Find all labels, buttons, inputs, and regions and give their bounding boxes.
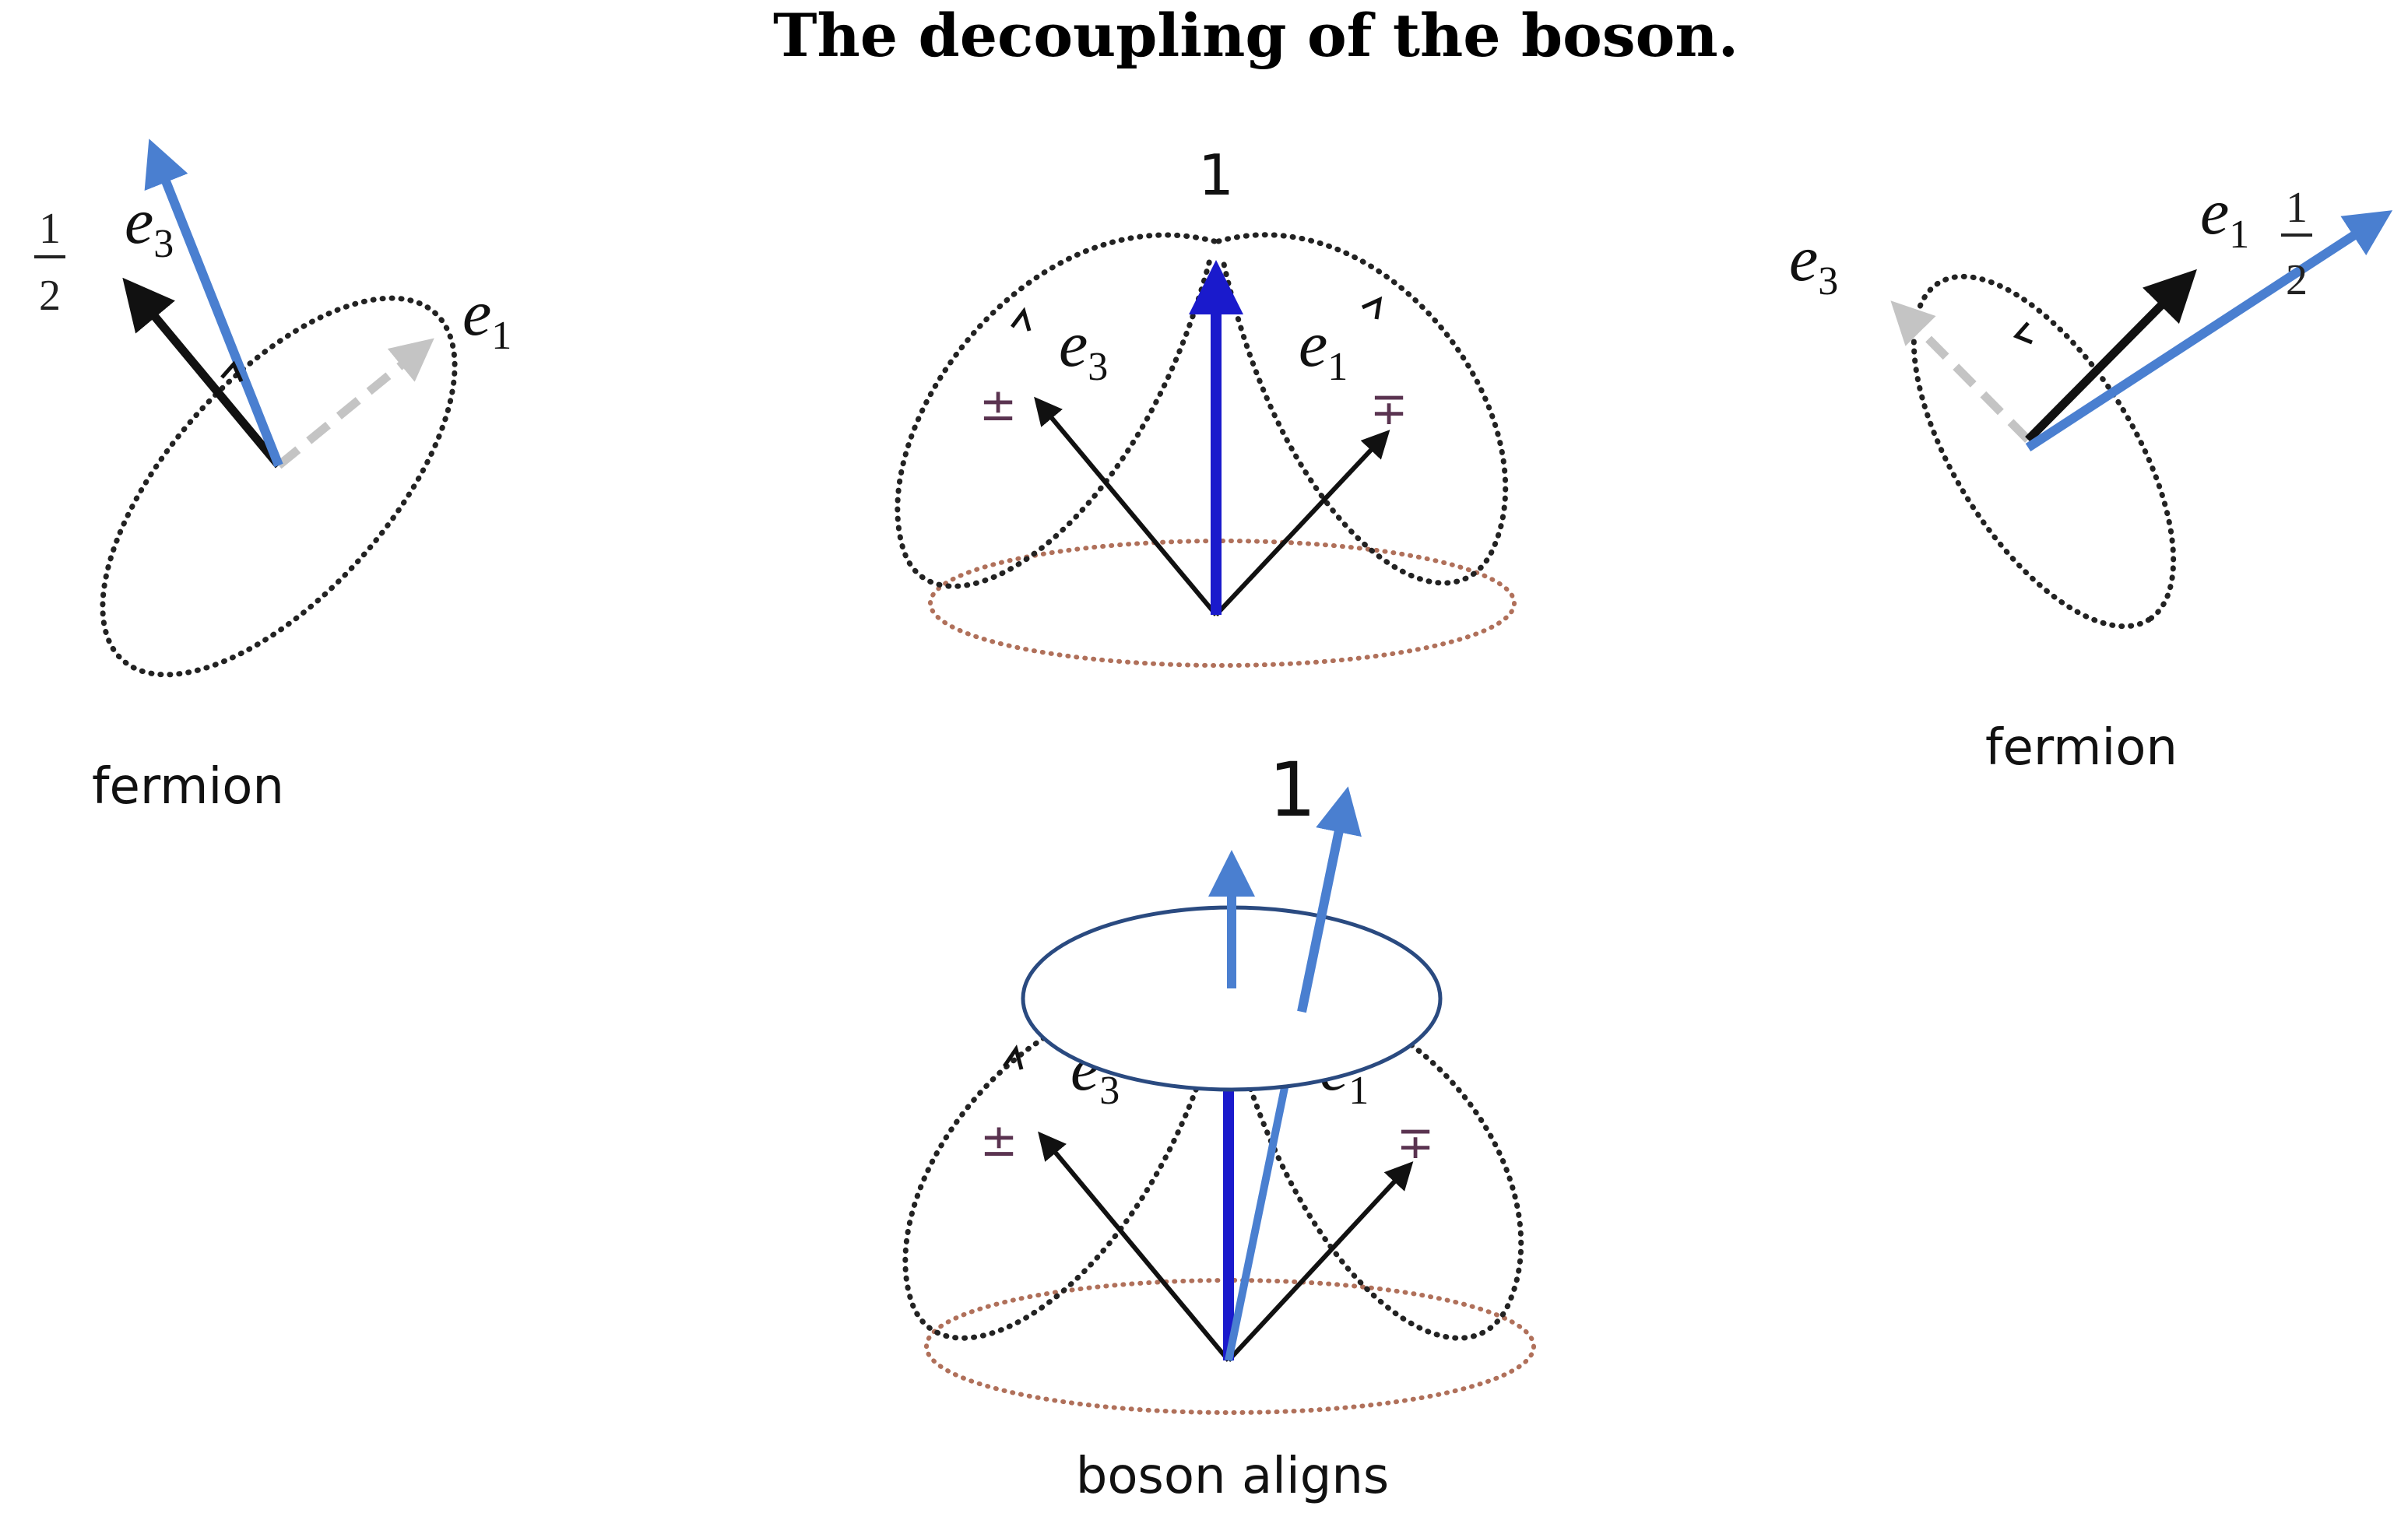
boson-top-minus-plus: ∓	[1370, 382, 1408, 435]
boson-bottom-disk-tilted-spin-vector	[1297, 786, 1362, 1013]
fermion-left-caption: fermion	[92, 758, 284, 816]
fermion-left-e3-label: e3	[125, 185, 174, 266]
fermion-left-e1-label: e1	[462, 277, 511, 358]
fermion-left-orbit	[100, 295, 458, 678]
boson-bottom-plus-minus: ±	[980, 1114, 1018, 1167]
boson-bottom-base-ring	[924, 1278, 1536, 1415]
fermion-left-panel: 1 2 e3 e1 fermion	[34, 139, 511, 816]
boson-top-e3-label: e3	[1059, 308, 1108, 389]
fermion-left-rotation-arrow-icon	[220, 360, 244, 383]
boson-top-left-rotation-icon	[1011, 307, 1032, 332]
fermion-left-spin-denominator: 2	[39, 272, 61, 320]
boson-top-e1-vector	[1214, 430, 1390, 617]
boson-bottom-e3-vector	[1038, 1131, 1231, 1362]
fermion-right-rotation-arrow-icon	[2013, 321, 2033, 345]
boson-bottom-e1-vector	[1226, 1161, 1414, 1363]
boson-top-right-rotation-icon	[1361, 296, 1383, 320]
fermion-right-panel: e3 e1 1 2 fermion	[1789, 176, 2393, 777]
boson-bottom-minus-plus: ∓	[1397, 1116, 1435, 1169]
boson-top-plus-minus: ±	[979, 378, 1018, 431]
boson-bottom-panel: e3 e1 ± ∓ 1 boson aligns	[902, 746, 1536, 1505]
fermion-right-e1-vector	[2025, 269, 2197, 443]
boson-top-e3-vector	[1034, 396, 1218, 616]
fermion-left-spin-numerator: 1	[39, 205, 61, 253]
boson-top-spin-label: 1	[1198, 142, 1234, 208]
fermion-right-e1-label: e1	[2200, 176, 2249, 257]
diagram-title: The decoupling of the boson.	[773, 1, 1738, 70]
boson-bottom-right-lobe	[1223, 995, 1524, 1341]
fermion-left-e1-dashed-vector	[276, 338, 434, 469]
boson-top-e1-label: e1	[1299, 308, 1348, 389]
fermion-right-e3-dashed-vector	[1890, 300, 2031, 443]
fermion-right-spin-vector	[2025, 210, 2393, 452]
fermion-right-spin-denominator: 2	[2286, 256, 2308, 304]
boson-top-left-lobe	[895, 232, 1218, 589]
boson-bottom-spin-label: 1	[1268, 746, 1316, 834]
fermion-left-e3-vector	[122, 277, 283, 469]
fermion-right-e3-label: e3	[1789, 223, 1838, 304]
boson-bottom-caption: boson aligns	[1076, 1448, 1390, 1505]
fermion-right-caption: fermion	[1985, 719, 2178, 777]
fermion-left-spin-vector	[144, 139, 283, 468]
fermion-right-orbit	[1911, 273, 2177, 630]
boson-top-panel: 1 e3 e1 ± ∓	[895, 142, 1517, 668]
boson-top-base-ring	[928, 539, 1517, 668]
boson-top-right-lobe	[1215, 232, 1509, 586]
fermion-right-spin-numerator: 1	[2286, 184, 2308, 232]
boson-bottom-left-rotation-icon	[1002, 1044, 1024, 1070]
